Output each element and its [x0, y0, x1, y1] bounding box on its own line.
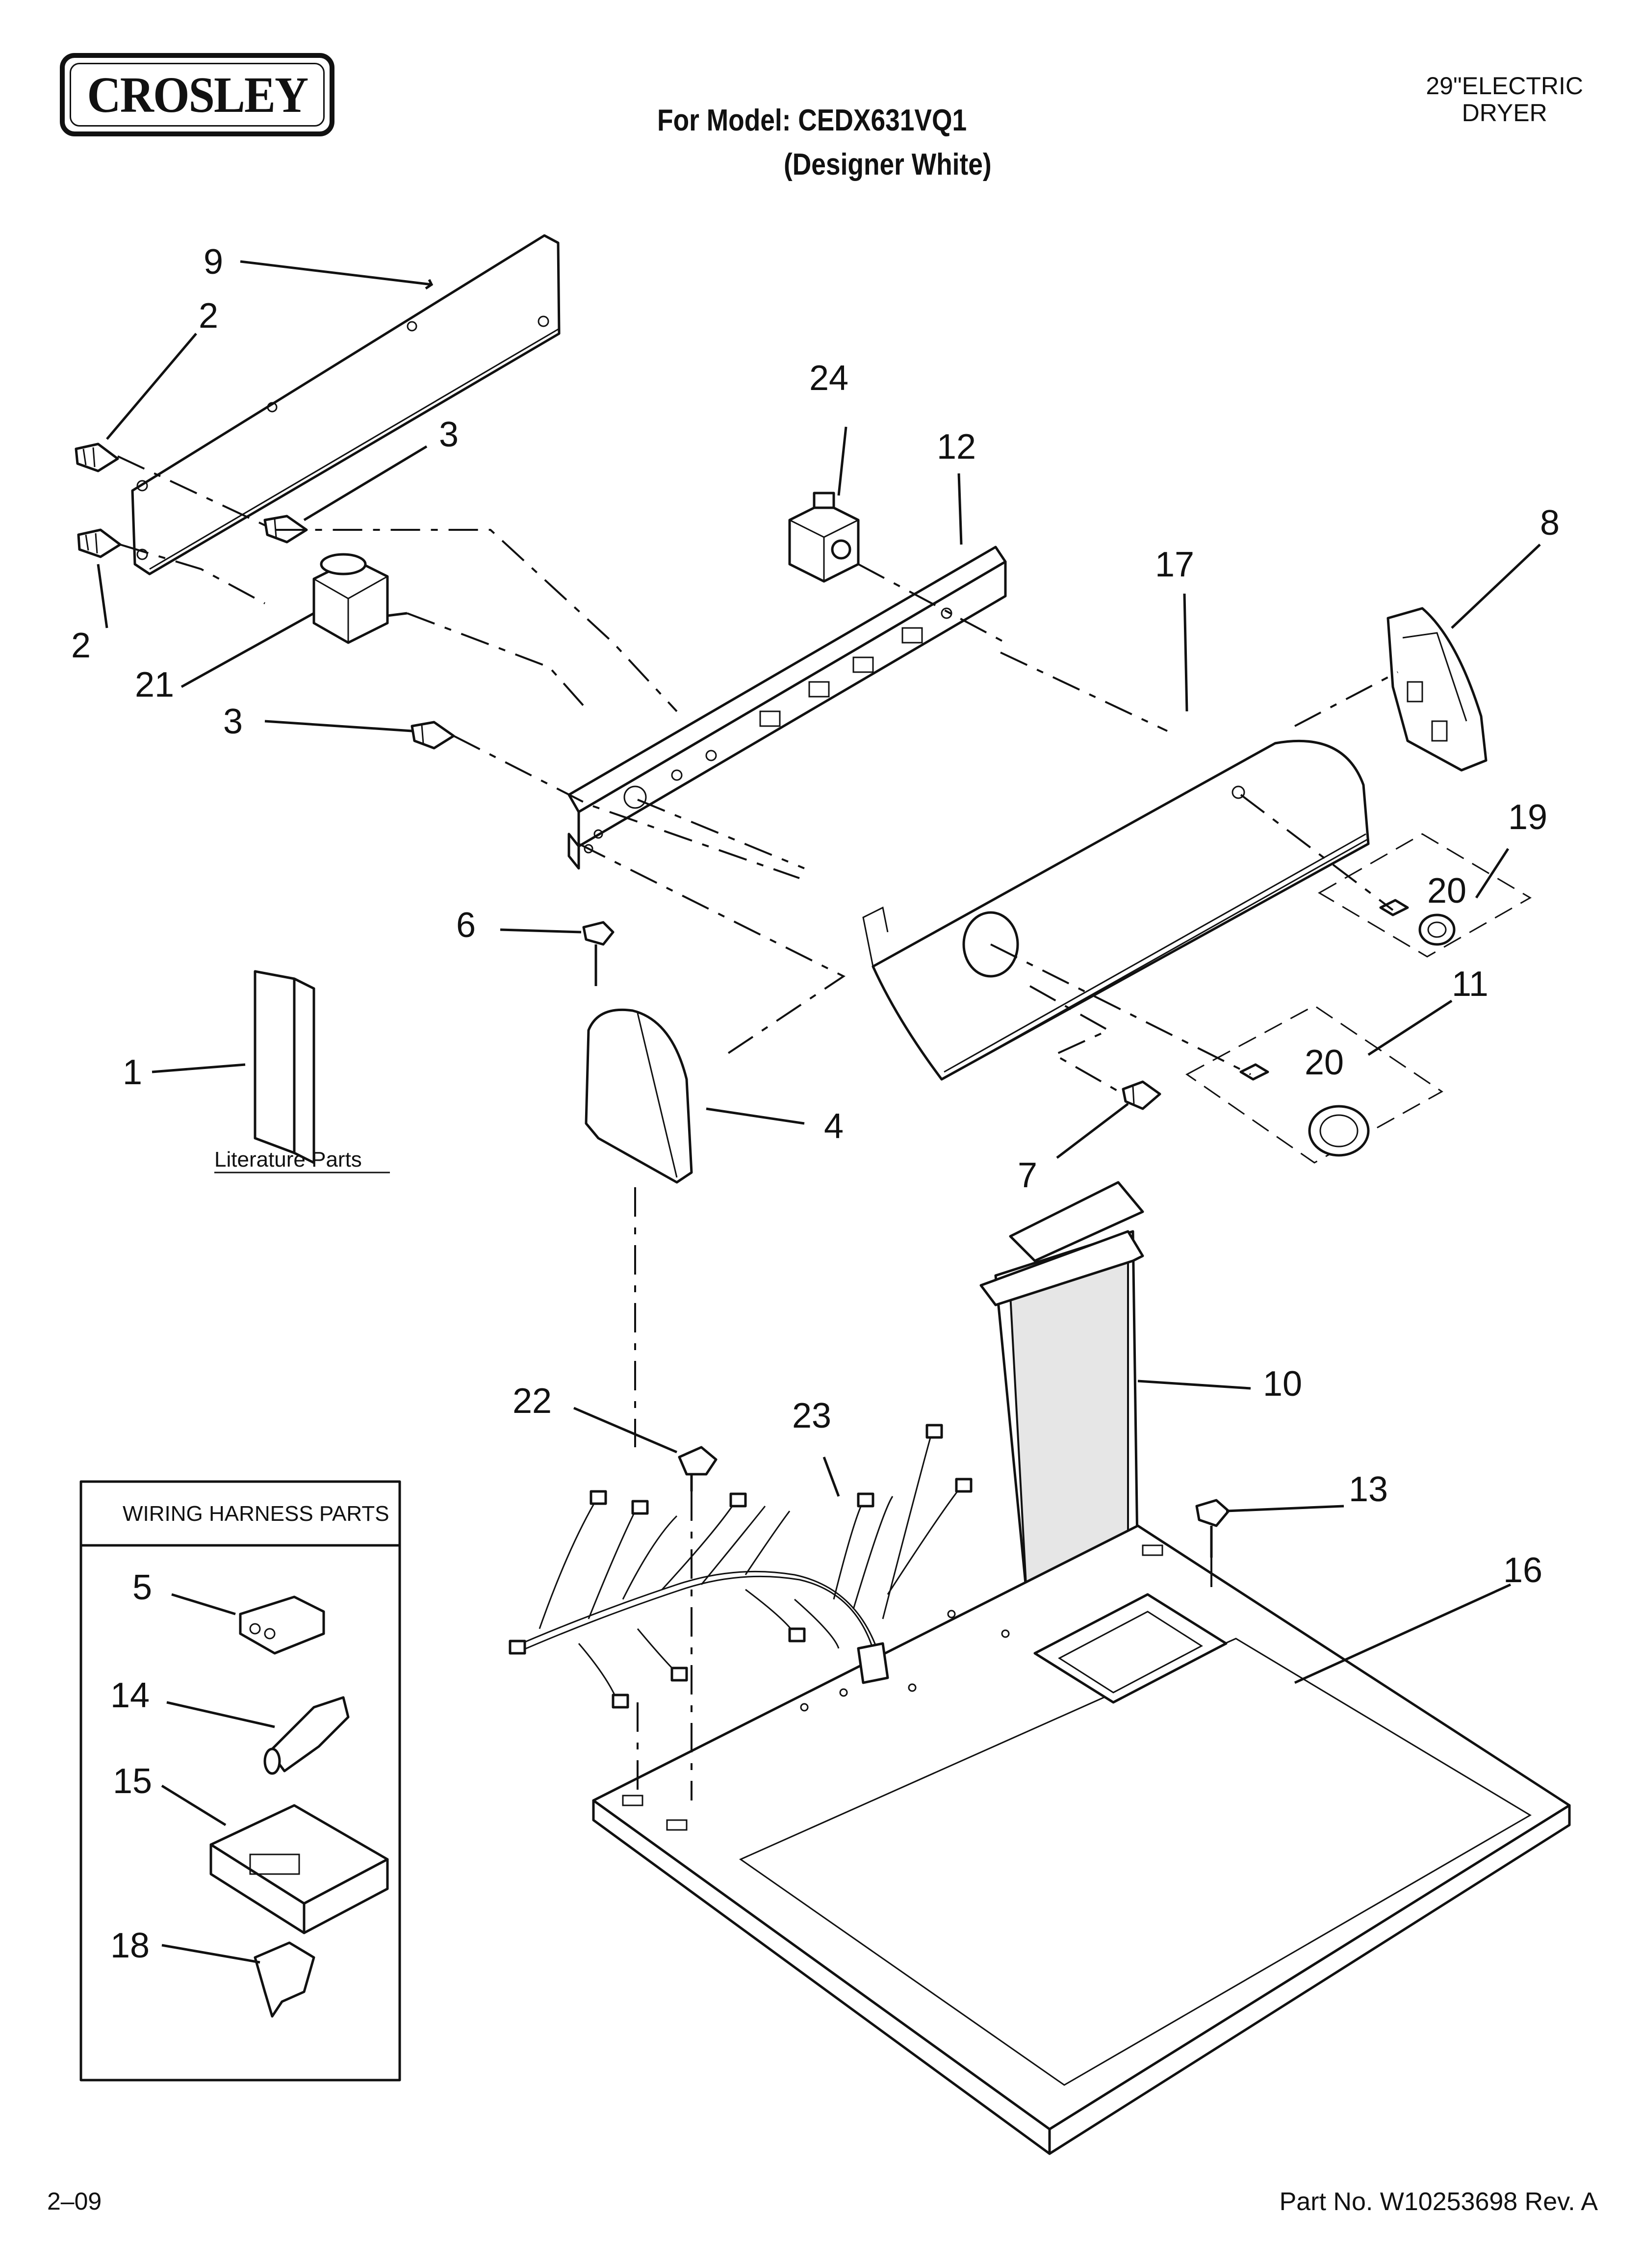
part-2-screw-upper [75, 443, 119, 472]
part-15-connector-block [209, 1804, 389, 1934]
part-7-screw [1122, 1080, 1161, 1110]
part-21-timer [312, 553, 408, 644]
callout-14: 14 [110, 1676, 150, 1715]
part-2-screw-lower [77, 528, 122, 558]
part-18-clip [254, 1941, 315, 2018]
part-22-wire-clip [678, 1446, 718, 1491]
callout-numbers: 9 2 2 3 3 21 24 12 17 8 19 20 11 20 6 4 … [71, 242, 1560, 1965]
callout-20-upper: 20 [1427, 871, 1466, 911]
part-17-console [862, 739, 1370, 1081]
part-5-connector [239, 1595, 325, 1655]
part-6-screw [582, 921, 615, 986]
part-19-knob-small [1318, 833, 1532, 958]
part-8-end-cap-right [1386, 607, 1488, 772]
document-part-number: Part No. W10253698 Rev. A [1279, 2188, 1598, 2216]
callout-2-upper: 2 [199, 296, 218, 336]
callout-4: 4 [824, 1107, 844, 1146]
part-9-console-rear-panel [131, 234, 561, 575]
model-number: For Model: CEDX631VQ1 [657, 104, 967, 137]
wiring-harness-parts-box: WIRING HARNESS PARTS [79, 1480, 401, 2082]
callout-10: 10 [1263, 1364, 1302, 1404]
part-1-literature [254, 970, 315, 1164]
callout-6: 6 [456, 906, 476, 945]
callout-5: 5 [132, 1568, 152, 1607]
part-16-top [592, 1524, 1571, 2155]
callout-20-lower: 20 [1305, 1043, 1344, 1082]
part-14-terminal [263, 1696, 350, 1775]
callout-leaders [97, 260, 1541, 1964]
callout-16: 16 [1503, 1551, 1542, 1590]
part-12-console-bracket [567, 546, 1007, 870]
callout-9: 9 [204, 242, 223, 282]
wiring-harness-parts-label: WIRING HARNESS PARTS [123, 1502, 389, 1526]
callout-18: 18 [110, 1926, 150, 1965]
product-type-line2: DRYER [1462, 99, 1547, 127]
model-variant: (Designer White) [784, 148, 992, 182]
brand-name: CROSLEY [87, 66, 308, 123]
assembly-lines [117, 455, 1398, 1800]
callout-2-lower: 2 [71, 626, 91, 665]
callout-3-upper: 3 [439, 415, 459, 454]
callout-8: 8 [1540, 503, 1560, 543]
product-type: 29"ELECTRIC DRYER [1426, 73, 1583, 127]
callout-17: 17 [1155, 545, 1194, 584]
part-4-end-cap-left [585, 1008, 693, 1184]
part-24-switch [788, 492, 860, 583]
callout-3-lower: 3 [223, 702, 243, 741]
callout-24: 24 [809, 359, 848, 398]
callout-19: 19 [1508, 798, 1547, 837]
literature-parts-label: Literature Parts [214, 1147, 362, 1172]
product-type-line1: 29"ELECTRIC [1426, 72, 1583, 100]
part-10-lint-screen [979, 1181, 1144, 1630]
part-23-wiring-harness [509, 1424, 973, 1709]
brand-logo: CROSLEY [60, 53, 334, 136]
part-11-knob-large [1185, 1005, 1443, 1164]
callout-22: 22 [513, 1382, 552, 1421]
part-13-screw [1195, 1499, 1230, 1558]
callout-7: 7 [1018, 1156, 1037, 1195]
callout-15: 15 [113, 1762, 152, 1801]
part-3-screw-lower [410, 721, 455, 750]
callout-13: 13 [1349, 1470, 1388, 1509]
callout-12: 12 [937, 427, 976, 467]
revision-date: 2–09 [47, 2188, 102, 2215]
callout-1: 1 [123, 1053, 142, 1092]
callout-23: 23 [792, 1396, 831, 1435]
callout-11: 11 [1452, 965, 1488, 1004]
callout-21: 21 [135, 665, 174, 704]
